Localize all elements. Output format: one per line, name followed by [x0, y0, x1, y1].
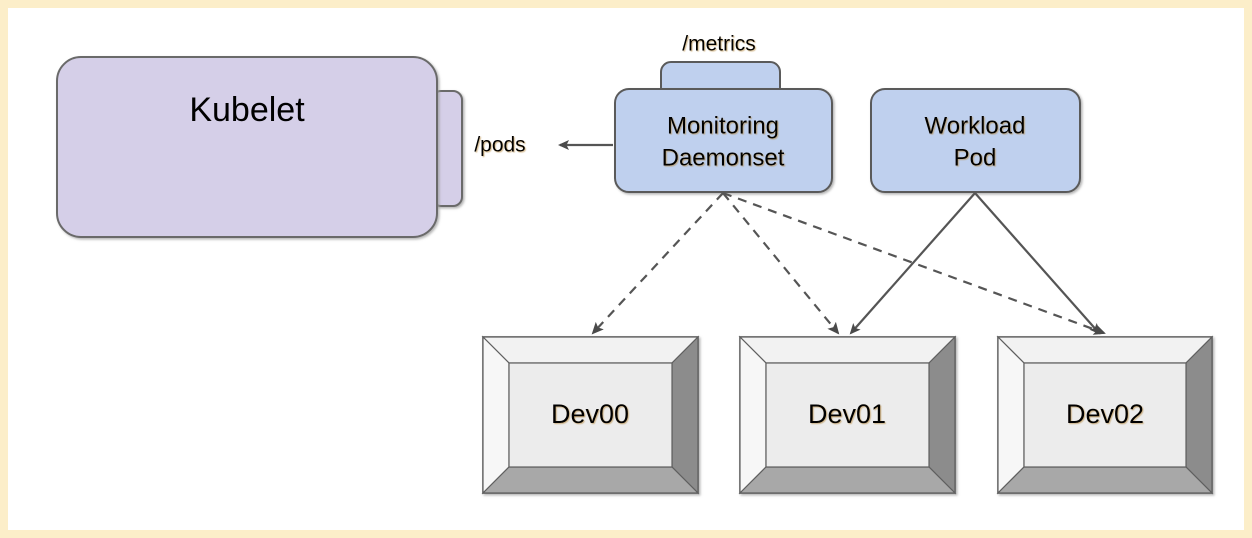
dev01-node[interactable]: Dev01 — [738, 335, 957, 495]
monitoring-daemonset-label-line1: Monitoring — [667, 112, 779, 139]
workload-pod-box[interactable] — [870, 88, 1081, 193]
dev00-bevel-bottom — [481, 466, 700, 494]
dev00-face[interactable] — [508, 362, 673, 468]
dev02-bevel-right — [1185, 335, 1213, 495]
edge-daemonset-to-kubelet-pods: /pods — [474, 134, 613, 157]
workload-pod-label-line2: Pod — [954, 144, 997, 171]
workload-pod-node[interactable]: Workload Pod — [870, 88, 1081, 193]
dev01-bevel-right — [928, 335, 956, 495]
dev01-face[interactable] — [765, 362, 930, 468]
edge-workload-to-dev02 — [974, 192, 1101, 335]
monitoring-daemonset-label-line2: Daemonset — [662, 144, 785, 171]
pods-label: /pods — [474, 134, 525, 157]
metrics-label: /metrics — [682, 33, 756, 56]
dev00-bevel-left — [482, 335, 510, 495]
kubelet-node[interactable]: Kubelet — [56, 56, 463, 238]
dev00-node[interactable]: Dev00 — [481, 335, 700, 495]
workload-pod-label-line1: Workload — [925, 112, 1026, 139]
dev01-bevel-top — [738, 336, 957, 364]
dev01-bevel-left — [739, 335, 767, 495]
dev01-label: Dev01 — [808, 399, 886, 429]
dev01-bevel-bottom — [738, 466, 957, 494]
dev02-node[interactable]: Dev02 — [996, 335, 1214, 495]
dev02-bevel-top — [996, 336, 1214, 364]
monitoring-daemonset-box[interactable] — [614, 88, 833, 193]
edge-daemonset-to-dev02 — [722, 191, 1106, 335]
dev00-bevel-top — [481, 336, 700, 364]
edge-workload-to-dev01 — [849, 192, 976, 335]
edge-daemonset-to-dev01 — [722, 192, 840, 335]
dev02-bevel-bottom — [996, 466, 1214, 494]
kubelet-label: Kubelet — [189, 91, 305, 129]
monitoring-daemonset-node[interactable]: Monitoring Daemonset /metrics — [614, 33, 833, 193]
dev02-face[interactable] — [1023, 362, 1187, 468]
dev02-bevel-left — [997, 335, 1025, 495]
daemonset-device-edges — [591, 191, 1106, 335]
workload-device-edges — [849, 192, 1101, 335]
dev00-bevel-right — [671, 335, 699, 495]
dev00-label: Dev00 — [551, 399, 629, 429]
edge-daemonset-to-dev00 — [591, 192, 724, 335]
kubelet-box[interactable] — [56, 56, 438, 238]
dev02-label: Dev02 — [1066, 399, 1144, 429]
